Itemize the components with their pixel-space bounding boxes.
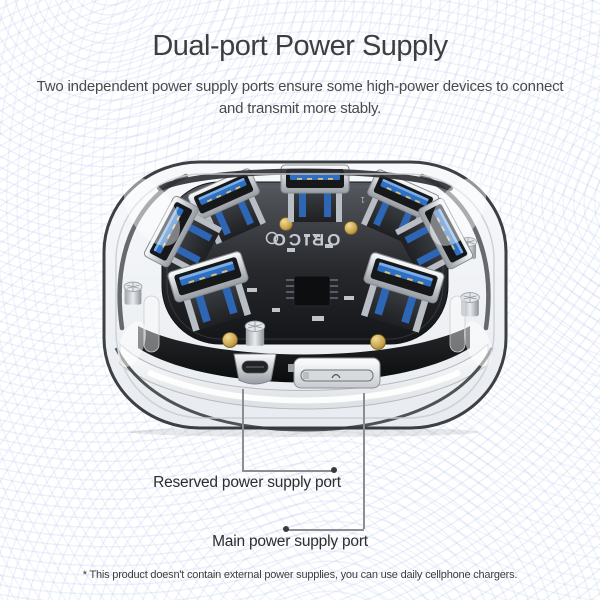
callout-main-vline bbox=[363, 393, 365, 529]
callout-main-dot bbox=[283, 526, 289, 532]
main-power-port bbox=[288, 357, 381, 389]
footnote: * This product doesn't contain external … bbox=[82, 569, 518, 581]
page-title: Dual-port Power Supply bbox=[152, 30, 448, 62]
callout-reserved-hline bbox=[242, 470, 334, 472]
callout-reserved-vline bbox=[242, 389, 244, 470]
front-face bbox=[138, 326, 470, 383]
callout-reserved-label: Reserved power supply port bbox=[153, 474, 341, 491]
usb-hub-illustration: ORICO 1 bbox=[102, 160, 508, 437]
callout-main-label: Main power supply port bbox=[212, 533, 368, 550]
controller-chip bbox=[293, 275, 331, 307]
clear-standoffs bbox=[143, 295, 466, 353]
pcb-logo-text: ORICO bbox=[270, 230, 341, 249]
pcb-port-number: 1 bbox=[360, 195, 365, 204]
product-photo: ORICO 1 bbox=[82, 148, 522, 440]
reserved-power-port bbox=[233, 353, 277, 385]
logo-mark-icon bbox=[265, 231, 279, 245]
gold-screws bbox=[222, 217, 386, 350]
case-reflections bbox=[115, 168, 495, 419]
callout-main-hline bbox=[286, 529, 364, 531]
callout-reserved-dot bbox=[331, 467, 337, 473]
page-subtitle: Two independent power supply ports ensur… bbox=[36, 78, 564, 117]
